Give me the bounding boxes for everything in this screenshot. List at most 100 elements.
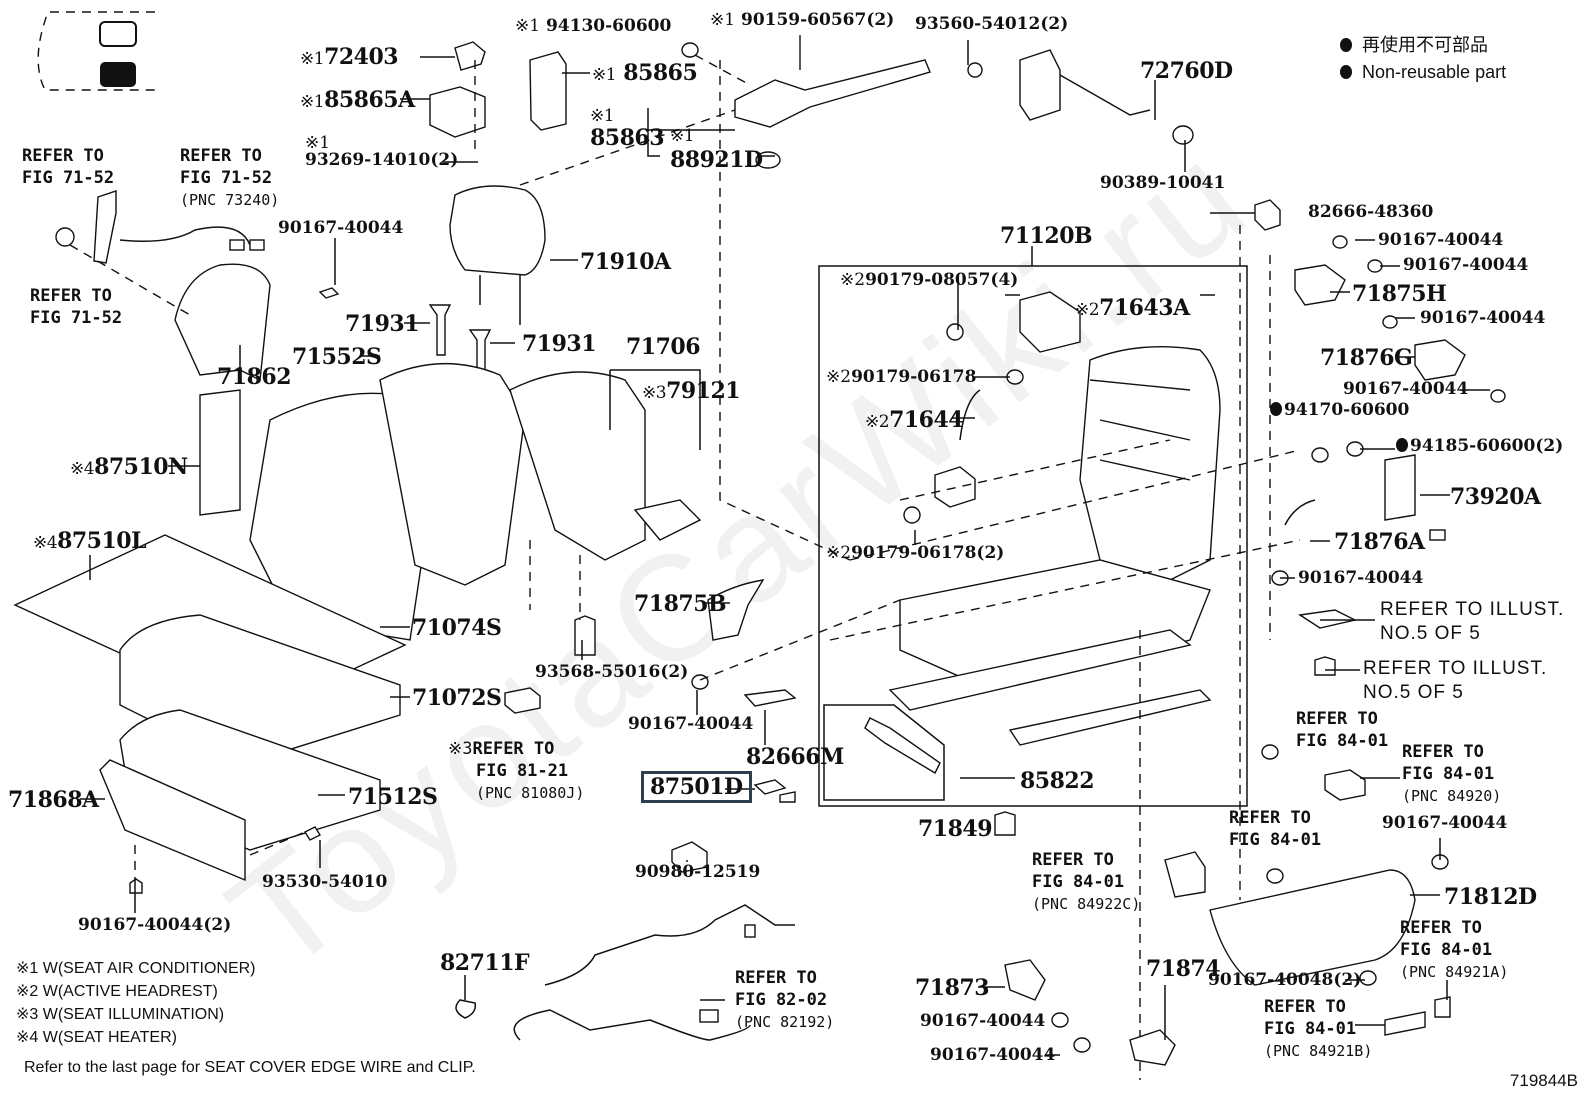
seat-cushion-art: [13, 534, 407, 894]
part-label-94185-60600[interactable]: 94185-60600(2): [1396, 438, 1563, 455]
part-label-71868a[interactable]: 71868A: [8, 787, 99, 813]
part-label-71931[interactable]: 71931: [522, 331, 597, 357]
part-label-73920a[interactable]: 73920A: [1450, 484, 1541, 510]
part-label-90389-10041[interactable]: 90389-10041: [1100, 173, 1226, 193]
part-label-71074s[interactable]: 71074S: [412, 615, 502, 641]
ref-line: REFER TO: [22, 146, 104, 166]
part-label-82666-48360[interactable]: 82666-48360: [1308, 202, 1434, 222]
part-label-94130-60600[interactable]: ※1 94130-60600: [515, 18, 671, 35]
part-label-79121[interactable]: ※379121: [642, 380, 741, 403]
refer-illust-no5[interactable]: REFER TO ILLUST.NO.5 OF 5: [1363, 657, 1547, 705]
part-label-90167-40048[interactable]: 90167-40048(2): [1208, 970, 1362, 990]
ref-pnc: (PNC 81080J): [476, 784, 585, 802]
leader-lines: [80, 40, 1490, 1056]
ref-line: REFER TO ILLUST.: [1363, 658, 1548, 679]
part-label-90167-40044-2[interactable]: 90167-40044(2): [78, 915, 232, 935]
part-label-90179-06178-2[interactable]: ※290179-06178(2): [826, 545, 1004, 562]
part-label-87510n[interactable]: ※487510N: [70, 456, 188, 478]
part-label-82666m[interactable]: 82666M: [746, 744, 844, 770]
bottom-note: Refer to the last page for SEAT COVER ED…: [24, 1059, 476, 1076]
part-label-71873[interactable]: 71873: [915, 975, 990, 1001]
part-code: 93269-14010(2): [305, 150, 459, 170]
highlighted-part-box[interactable]: 87501D: [641, 771, 752, 803]
footnote-mark: ※1: [710, 10, 736, 30]
part-label-71875h[interactable]: 71875H: [1352, 281, 1447, 307]
part-label-71072s[interactable]: 71072S: [412, 685, 502, 711]
part-label-71910a[interactable]: 71910A: [580, 249, 671, 275]
part-label-90167-40044[interactable]: 90167-40044: [1382, 813, 1508, 833]
part-code: 88921D: [670, 147, 763, 173]
part-label-71512s[interactable]: 71512S: [348, 784, 438, 810]
part-label-71874[interactable]: 71874: [1146, 956, 1221, 982]
ref-pnc: (PNC 84921A): [1400, 963, 1509, 981]
part-label-94170-60600[interactable]: 94170-60600: [1270, 402, 1409, 419]
part-label-71552s[interactable]: 71552S: [292, 344, 382, 370]
part-label-90167-40044[interactable]: 90167-40044: [628, 714, 754, 734]
ref-line: FIG 81-21: [476, 761, 569, 781]
part-label-71849[interactable]: 71849: [918, 816, 993, 842]
footnote-mark: ※3: [642, 383, 667, 403]
footnote-mark: ※2: [1075, 300, 1100, 320]
part-label-87510l[interactable]: ※487510L: [33, 530, 147, 552]
ref-line: FIG 71-52: [180, 168, 273, 188]
part-label-71706[interactable]: 71706: [626, 334, 701, 360]
part-label-93568-55016[interactable]: 93568-55016(2): [535, 662, 689, 682]
footnote-3: ※3 W(SEAT ILLUMINATION): [16, 1006, 225, 1023]
part-label-71876g[interactable]: 71876G: [1320, 345, 1413, 371]
part-label-71812d[interactable]: 71812D: [1444, 884, 1537, 910]
part-label-71876a[interactable]: 71876A: [1334, 529, 1425, 555]
part-label-90167-40044[interactable]: 90167-40044: [1403, 255, 1529, 275]
part-label-90980-12519[interactable]: 90980-12519: [635, 862, 761, 882]
part-label-71875b[interactable]: 71875B: [634, 591, 727, 617]
part-label-85865a[interactable]: ※185865A: [300, 89, 415, 111]
part-label-90167-40044[interactable]: 90167-40044: [1298, 568, 1424, 588]
part-label-90167-40044[interactable]: 90167-40044: [920, 1011, 1046, 1031]
part-label-90167-40044[interactable]: 90167-40044: [1420, 308, 1546, 328]
part-label-85822[interactable]: 85822: [1020, 768, 1095, 794]
part-label-71644[interactable]: ※271644: [865, 409, 964, 431]
part-label-85865[interactable]: ※1 85865: [592, 62, 698, 85]
footnote-mark: ※4: [70, 459, 95, 479]
non-reusable-dot-icon: [1340, 38, 1352, 52]
part-label-90159-60567[interactable]: ※1 90159-60567(2): [710, 12, 894, 29]
part-label-71643a[interactable]: ※271643A: [1075, 297, 1190, 319]
part-label-72760d[interactable]: 72760D: [1140, 58, 1233, 84]
part-label-93560-54012[interactable]: 93560-54012(2): [915, 14, 1069, 34]
part-label-71931[interactable]: 71931: [345, 311, 420, 337]
lumbar-support-art: [967, 49, 1194, 145]
part-label-93530-54010[interactable]: 93530-54010: [262, 872, 388, 892]
part-label-71862[interactable]: 71862: [217, 364, 292, 390]
refer-illust-no5[interactable]: REFER TO ILLUST.NO.5 OF 5: [1380, 598, 1564, 646]
ref-line: REFER TO: [472, 739, 555, 759]
part-label-90167-40044[interactable]: 90167-40044: [930, 1045, 1056, 1065]
part-label-82711f[interactable]: 82711F: [440, 950, 530, 976]
part-label-71120b[interactable]: 71120B: [1000, 223, 1093, 249]
footnote-mark: ※1: [592, 65, 617, 85]
part-label-90179-08057[interactable]: ※290179-08057(4): [840, 272, 1018, 289]
legend-text-jp: 再使用不可部品: [1362, 35, 1488, 55]
part-label-90167-40044[interactable]: 90167-40044: [1343, 379, 1469, 399]
part-code: 94185-60600(2): [1410, 436, 1564, 456]
legend-item-en: Non-reusable part: [1340, 59, 1506, 86]
part-label-72403[interactable]: ※172403: [300, 46, 399, 68]
ref-pnc: (PNC 84920): [1402, 787, 1502, 805]
part-label-90167-40044[interactable]: 90167-40044: [278, 218, 404, 238]
center-small-parts-art: [504, 540, 901, 873]
part-label-90167-40044[interactable]: 90167-40044: [1378, 230, 1504, 250]
non-reusable-dot-icon: [1340, 65, 1352, 79]
part-label-90179-06178[interactable]: ※290179-06178: [826, 369, 976, 386]
